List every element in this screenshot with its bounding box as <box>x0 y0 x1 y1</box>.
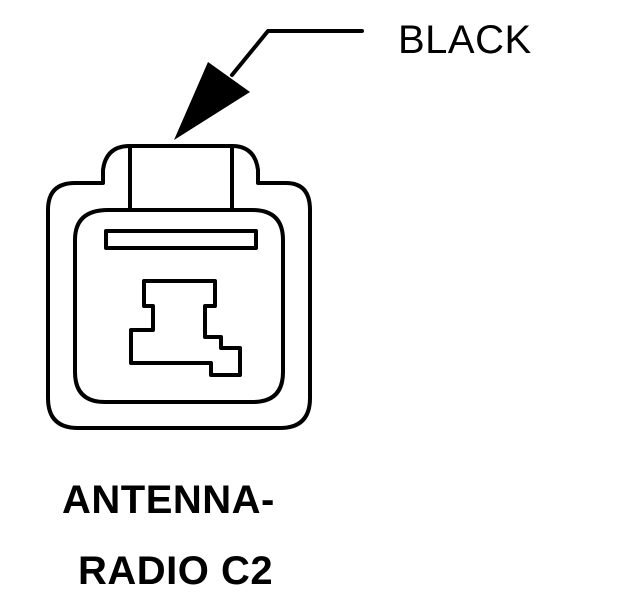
wire-color-label: BLACK <box>398 18 532 62</box>
connector-housing-outline <box>46 144 312 430</box>
connector-key-bar <box>104 229 258 250</box>
lock-tab-inner-lines <box>128 144 234 212</box>
connector-cavity-outline <box>73 208 285 404</box>
callout-leader-line <box>230 29 364 77</box>
connector-name-line-1: ANTENNA- <box>62 478 275 522</box>
connector-name-line-2: RADIO C2 <box>78 549 274 593</box>
callout-arrowhead <box>174 62 250 140</box>
terminal-cavity-outline <box>129 279 242 377</box>
